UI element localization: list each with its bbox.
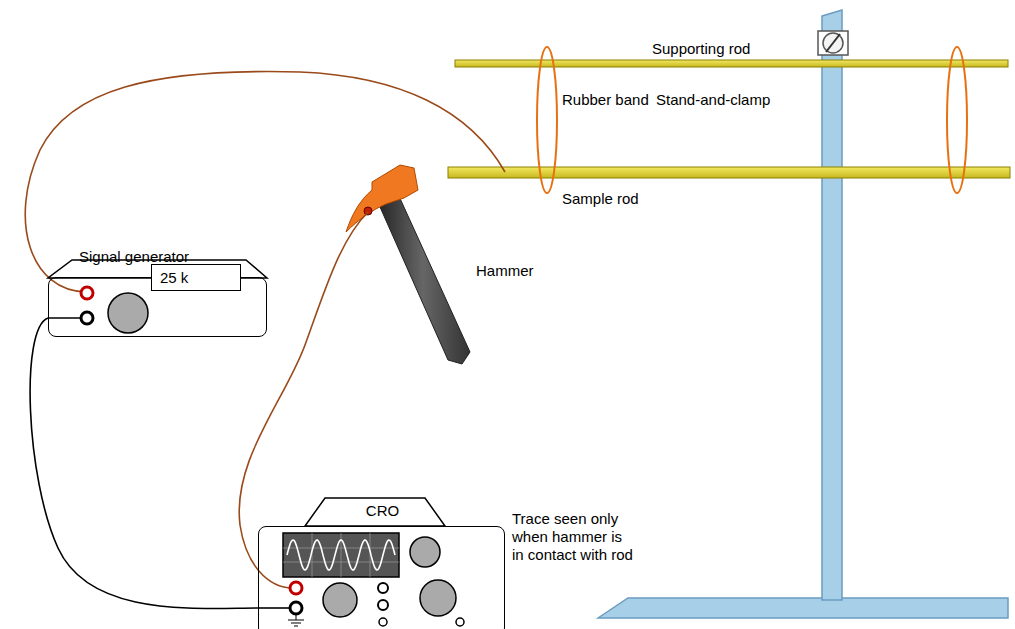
cro-socket (378, 583, 388, 593)
ground-symbol (296, 614, 297, 620)
cro-foot (379, 618, 387, 626)
generator-terminal-black (81, 312, 93, 324)
clamp-screw-slot (826, 34, 840, 52)
rubber-band (537, 47, 557, 193)
cro-socket (378, 600, 388, 610)
cro-trace (287, 540, 395, 570)
part-label: Rubber band (562, 91, 649, 109)
ground-symbol (291, 623, 301, 624)
oscilloscope: CRO (258, 526, 505, 629)
note-text: Trace seen only when hammer is in contac… (512, 510, 637, 564)
cro-foot (456, 618, 464, 626)
device-label: 25 k (160, 269, 188, 286)
generator-knob (108, 293, 148, 333)
frequency-display: 25 k (151, 264, 241, 291)
generator-terminal-red (81, 287, 93, 299)
wire-stub (48, 317, 81, 319)
part-label: Sample rod (562, 190, 639, 208)
stand-pole (822, 10, 842, 600)
wire-stub (258, 607, 290, 609)
cro-knob (323, 583, 357, 617)
cro-terminal-red (290, 582, 302, 594)
clamp (818, 31, 848, 55)
ground-symbol (294, 626, 298, 627)
device-label: CRO (259, 502, 506, 519)
supporting-rod (455, 60, 1008, 67)
cro-knob (420, 580, 456, 616)
rubber-band (947, 47, 967, 193)
part-label: Supporting rod (652, 40, 750, 58)
sample-rod (448, 167, 1010, 178)
ground-wire (30, 318, 258, 608)
hammer-head (346, 165, 418, 232)
hammer-handle (376, 194, 470, 364)
ground-symbol (288, 620, 304, 621)
stand-base (598, 598, 1008, 618)
cro-screen (283, 533, 399, 577)
cro-knob (410, 537, 440, 567)
device-label: Signal generator (79, 248, 189, 265)
clamp-screw (823, 33, 843, 53)
signal-generator: Signal generator25 k (48, 277, 267, 337)
part-label: Hammer (476, 262, 534, 280)
cro-grid (283, 533, 399, 577)
signal-wire (25, 72, 505, 292)
part-label: Stand-and-clamp (656, 91, 770, 109)
cro-terminal-black (290, 602, 302, 614)
